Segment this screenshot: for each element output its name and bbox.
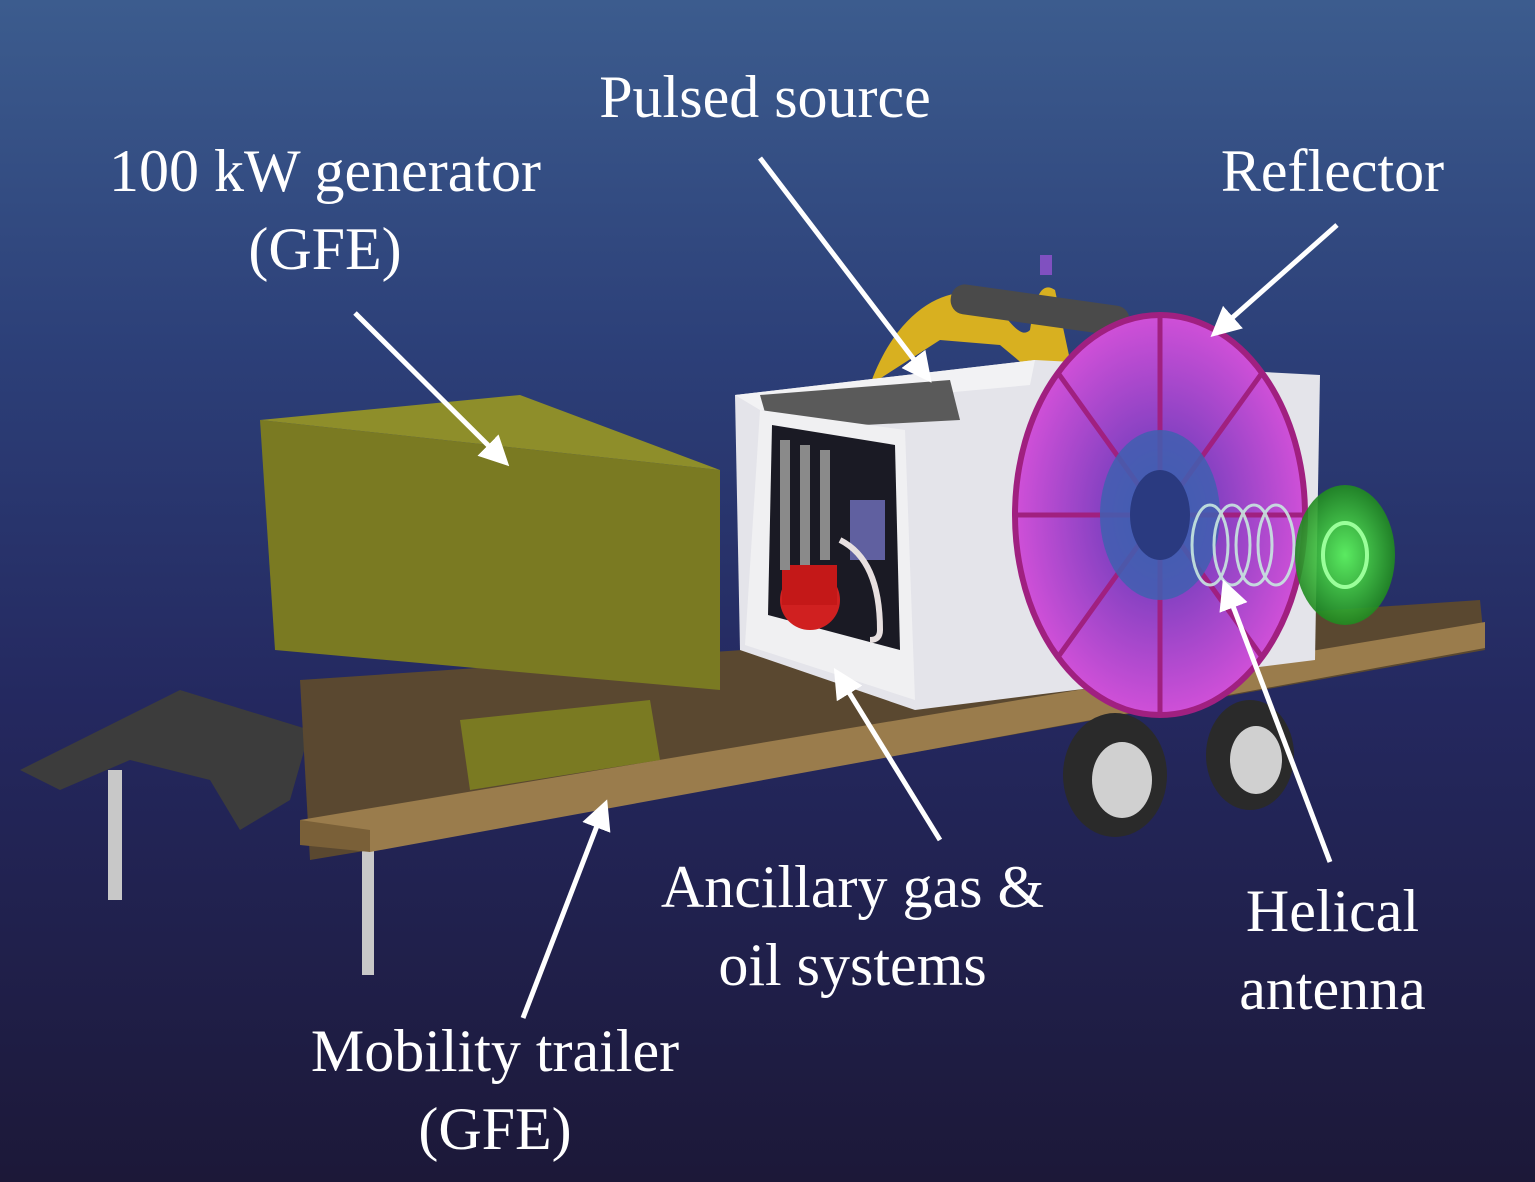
generator-arrow xyxy=(353,311,510,467)
label-pulsed-source: Pulsed source xyxy=(570,58,960,136)
label-ancillary-line2: oil systems xyxy=(718,932,987,998)
pulsed-source-frame xyxy=(870,255,1130,385)
label-trailer-line1: Mobility trailer xyxy=(310,1018,680,1084)
label-ancillary-line1: Ancillary gas & xyxy=(660,854,1045,920)
helical-arrow xyxy=(1219,579,1333,863)
pulsed-source-arrow xyxy=(758,156,932,383)
trailer-arrow xyxy=(520,799,611,1019)
helical-antenna xyxy=(1190,485,1395,625)
callout-arrows xyxy=(353,156,1339,1019)
reflector-arrow xyxy=(1210,223,1339,337)
ancillary-arrow xyxy=(833,667,943,842)
label-pulsed-source-line1: Pulsed source xyxy=(599,64,931,130)
label-reflector-line1: Reflector xyxy=(1220,138,1445,204)
generator-box xyxy=(260,395,720,790)
label-generator-line1: 100 kW generator xyxy=(108,138,542,204)
label-trailer-line2: (GFE) xyxy=(418,1096,572,1162)
label-generator-line2: (GFE) xyxy=(248,216,402,282)
label-generator: 100 kW generator (GFE) xyxy=(85,132,565,288)
label-helical: Helical antenna xyxy=(1215,872,1450,1028)
label-helical-line2: antenna xyxy=(1239,956,1426,1022)
label-helical-line1: Helical xyxy=(1245,878,1420,944)
trailer-wheels xyxy=(1063,700,1294,837)
label-trailer: Mobility trailer (GFE) xyxy=(280,1012,710,1168)
reflector-dish xyxy=(1012,312,1308,718)
label-ancillary: Ancillary gas & oil systems xyxy=(630,848,1075,1004)
label-reflector: Reflector xyxy=(1200,132,1465,210)
